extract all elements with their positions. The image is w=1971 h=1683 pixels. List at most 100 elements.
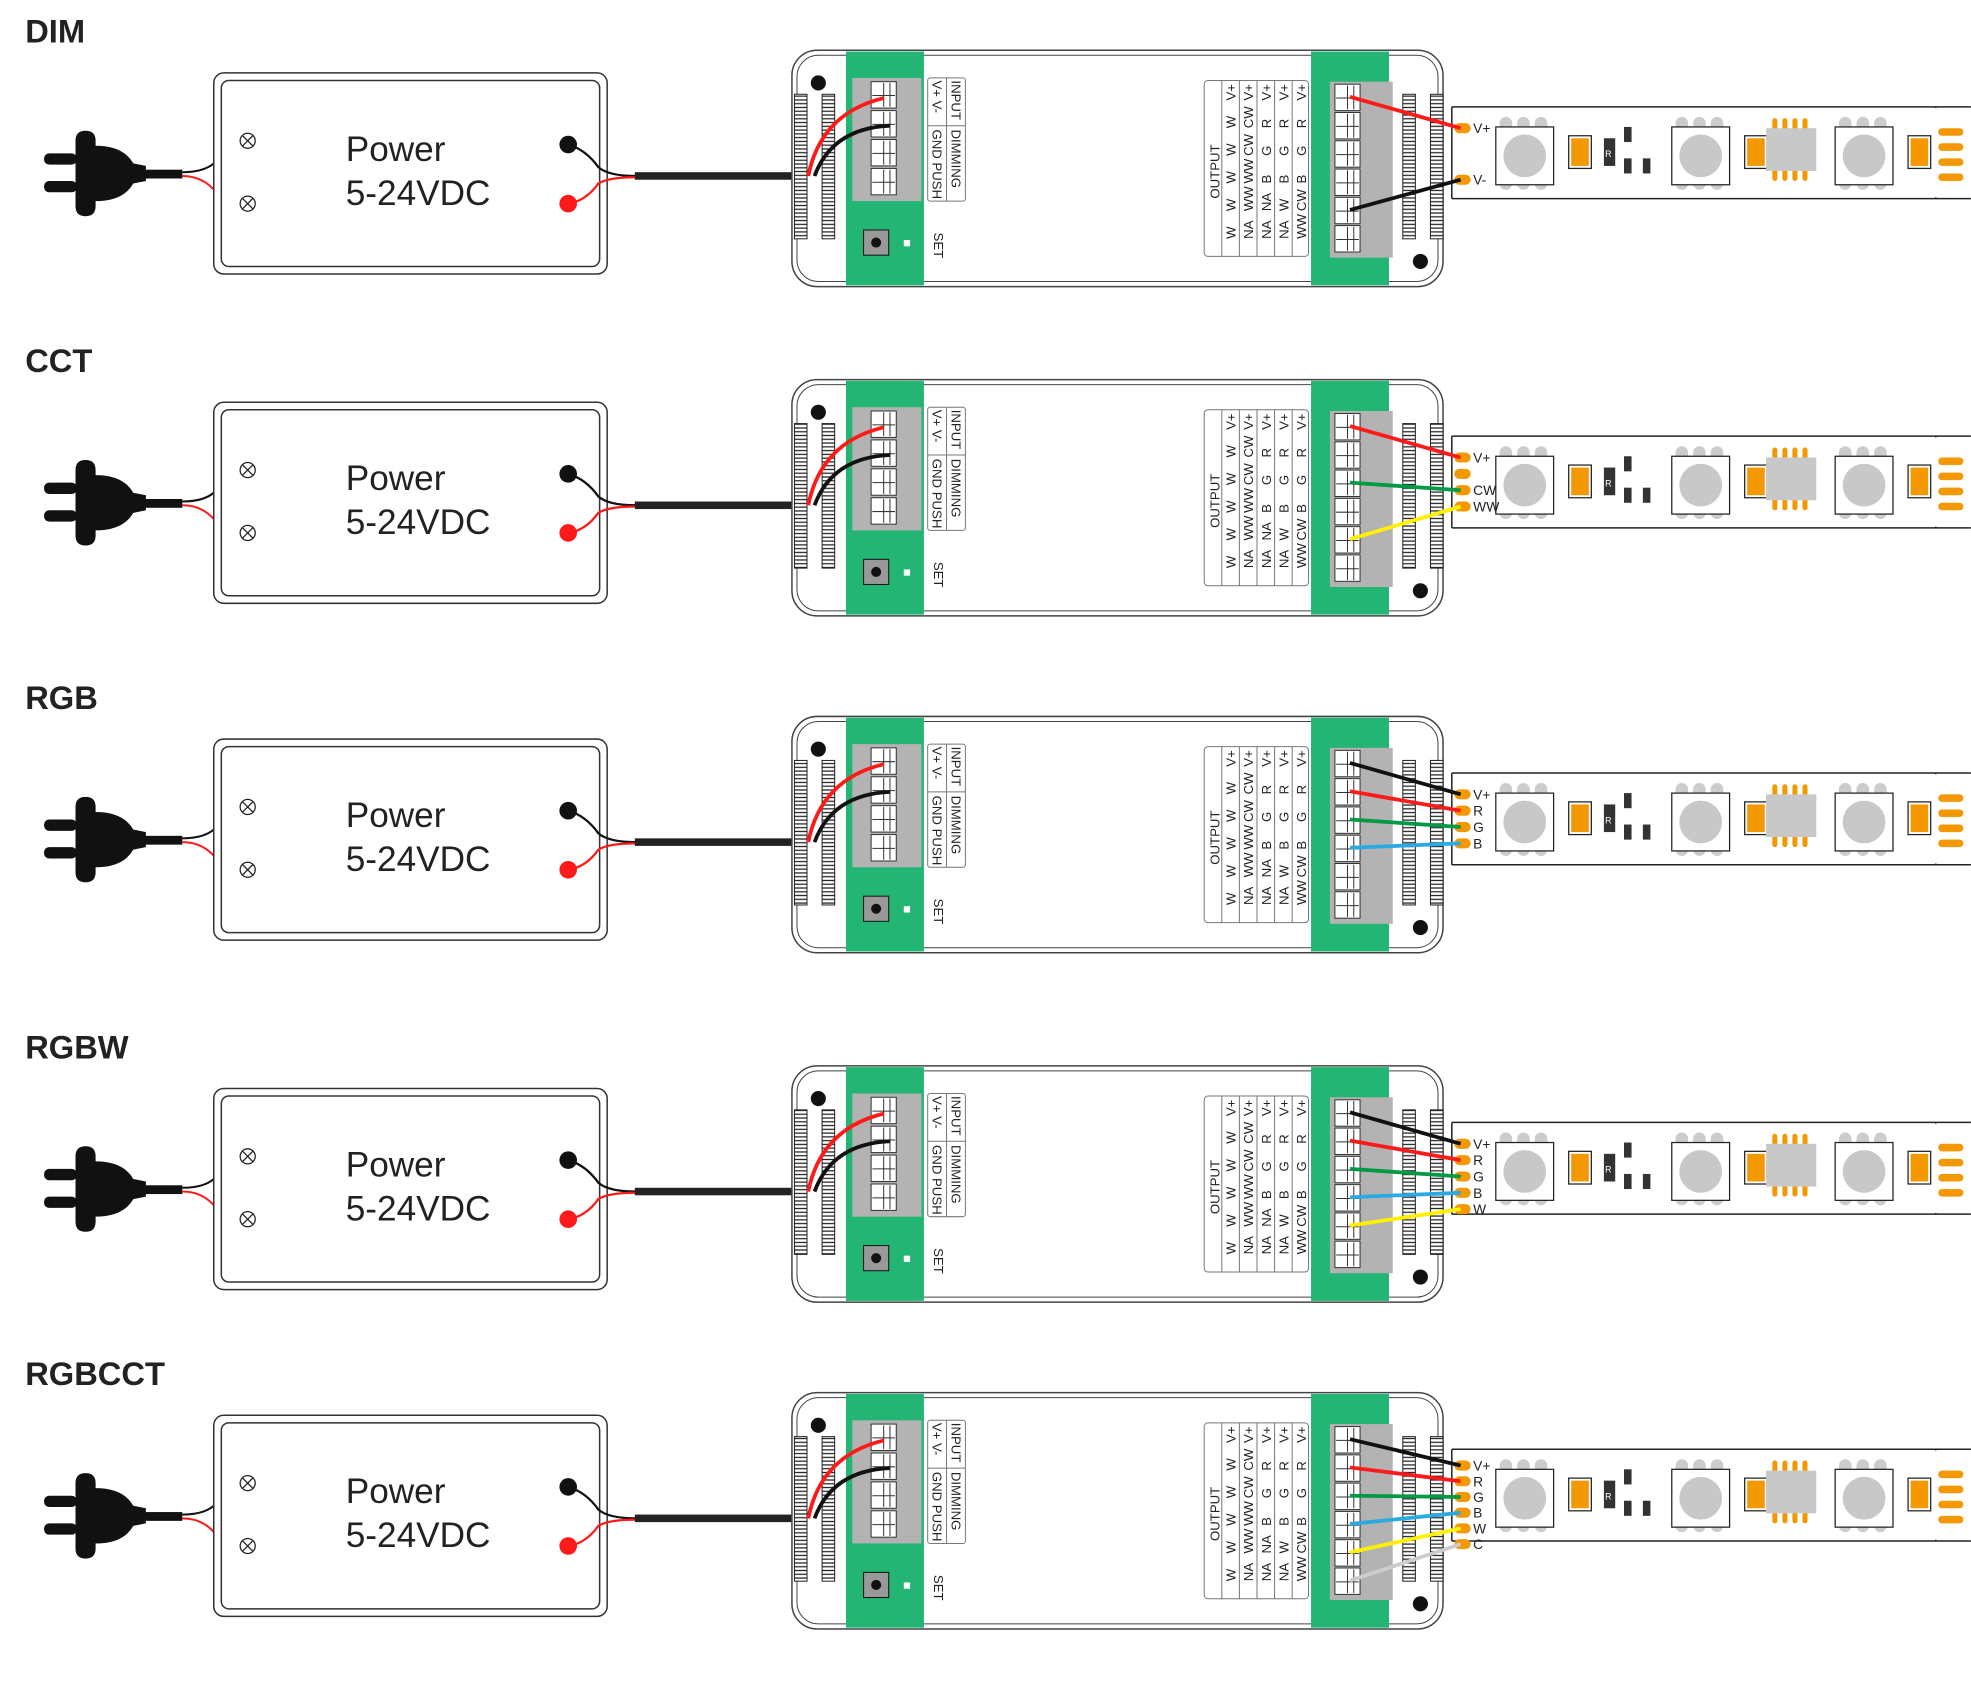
output-cell: WW xyxy=(1241,824,1256,849)
heat-fins xyxy=(793,1436,808,1582)
mode-label: CCT xyxy=(25,342,92,379)
output-cell: W xyxy=(1224,500,1239,513)
pad-label: R xyxy=(1473,803,1483,819)
capacitor-body xyxy=(1747,138,1765,166)
strip-pad xyxy=(1454,1187,1471,1198)
power-plug-icon xyxy=(44,1473,183,1559)
mounting-hole xyxy=(1412,920,1428,936)
mounting-hole xyxy=(1412,1596,1428,1612)
pad-label: B xyxy=(1473,1505,1482,1521)
screw-cross xyxy=(242,135,254,147)
output-cell: R xyxy=(1259,119,1274,129)
output-cell: NA xyxy=(1259,550,1274,569)
output-cell: V+ xyxy=(1276,1099,1291,1116)
mounting-hole xyxy=(1412,253,1428,269)
dc-cable xyxy=(634,172,809,180)
strip-outline xyxy=(1451,435,1971,529)
output-cell: NA xyxy=(1259,220,1274,239)
output-cell: W xyxy=(1224,226,1239,239)
screw-cross xyxy=(242,464,254,476)
power-title: Power xyxy=(346,796,446,835)
output-cell: V+ xyxy=(1276,413,1291,430)
led-lens xyxy=(1679,800,1723,844)
input-wire-black xyxy=(812,1139,891,1193)
output-cell: G xyxy=(1294,812,1309,822)
output-cell: W xyxy=(1224,1131,1239,1144)
input-pins: V+ V- xyxy=(930,747,945,780)
output-cell: W xyxy=(1224,892,1239,905)
dc-wire-black xyxy=(567,1485,637,1520)
led-lens xyxy=(1842,1476,1886,1520)
output-cell: B xyxy=(1276,175,1291,184)
output-label-table xyxy=(1203,79,1310,257)
output-cell: R xyxy=(1276,448,1291,458)
set-button-cap xyxy=(871,903,882,914)
terminal-screw xyxy=(1336,443,1359,467)
output-cell: WW xyxy=(1241,1201,1256,1226)
capacitor-body xyxy=(1910,467,1929,496)
resistor-label: R xyxy=(1605,1165,1611,1175)
input-wire-red xyxy=(806,96,885,177)
mounting-hole xyxy=(810,404,826,420)
output-cell: CW xyxy=(1241,1448,1256,1471)
dimming-pins: GND PUSH xyxy=(930,1145,945,1215)
output-cell: B xyxy=(1259,175,1274,184)
output-cell: WW xyxy=(1241,487,1256,512)
smd-component xyxy=(1624,1469,1632,1485)
output-cell: CW xyxy=(1294,518,1309,541)
plug-prong xyxy=(44,1523,77,1535)
output-wire-v+ xyxy=(1349,94,1462,131)
dimming-pins: GND PUSH xyxy=(930,1472,945,1542)
capacitor-body xyxy=(1571,1153,1589,1182)
capacitor-body xyxy=(1910,1153,1929,1182)
output-cell: B xyxy=(1276,1517,1291,1526)
pad-label: B xyxy=(1473,1185,1482,1201)
output-cell: W xyxy=(1224,1158,1239,1171)
power-supply-outline xyxy=(213,72,608,275)
input-wire-red xyxy=(806,1111,885,1192)
pad-label: WW xyxy=(1473,499,1499,515)
smd-component xyxy=(1642,158,1651,174)
output-cell: V+ xyxy=(1224,413,1239,430)
output-wire-b xyxy=(1349,1190,1461,1200)
output-cell: W xyxy=(1224,527,1239,540)
power-voltage: 5-24VDC xyxy=(346,840,491,879)
pad-label: V- xyxy=(1473,172,1486,188)
output-wire-r xyxy=(1349,789,1461,813)
output-cell: B xyxy=(1294,1517,1309,1526)
heat-fins xyxy=(821,93,836,240)
pad-label: G xyxy=(1473,1489,1484,1505)
output-cell: R xyxy=(1294,119,1309,129)
terminal-screw xyxy=(1336,142,1359,166)
output-wire-c xyxy=(1349,1542,1462,1583)
resistor-label: R xyxy=(1605,1491,1611,1501)
output-cell: NA xyxy=(1259,886,1274,905)
end-pad xyxy=(1938,472,1964,481)
input-wire-black xyxy=(812,453,891,506)
output-cell: WW xyxy=(1241,186,1256,211)
output-cell: V+ xyxy=(1294,413,1309,430)
output-cell: CW xyxy=(1241,772,1256,795)
capacitor-body xyxy=(1747,1480,1765,1509)
output-cell: V+ xyxy=(1276,84,1291,101)
output-cell: W xyxy=(1224,198,1239,211)
plug-cable xyxy=(140,1512,183,1521)
terminal-screw xyxy=(872,1185,896,1210)
output-cell: G xyxy=(1294,475,1309,485)
strip-pad xyxy=(1454,822,1471,833)
dimming-pins: GND PUSH xyxy=(930,129,945,199)
output-wire-ww xyxy=(1349,504,1462,542)
output-cell: CW xyxy=(1241,1149,1256,1172)
output-cell: W xyxy=(1276,864,1291,877)
output-cell: R xyxy=(1294,1461,1309,1471)
plug-body xyxy=(75,1146,146,1232)
output-cell: WW xyxy=(1241,158,1256,183)
output-cell: WW xyxy=(1294,213,1309,238)
terminal-screw xyxy=(872,749,896,773)
power-voltage: 5-24VDC xyxy=(346,1516,491,1555)
output-cell: WW xyxy=(1241,852,1256,877)
